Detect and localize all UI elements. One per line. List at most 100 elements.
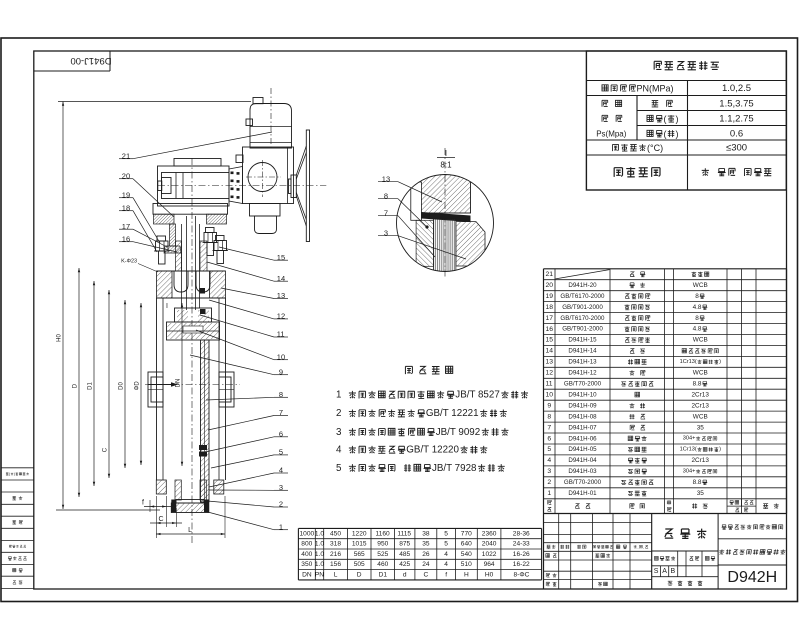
svg-text:1220: 1220 [352, 530, 367, 537]
svg-text:GB/T6170-2000: GB/T6170-2000 [560, 293, 605, 300]
svg-text:10: 10 [546, 392, 554, 399]
svg-text:20: 20 [546, 282, 554, 289]
svg-text:I: I [166, 303, 168, 310]
svg-text:D942H: D942H [727, 569, 777, 586]
svg-text:4.8: 4.8 [693, 326, 702, 333]
svg-text:2: 2 [547, 479, 551, 486]
svg-text:2Cr13: 2Cr13 [692, 392, 710, 399]
svg-text:1: 1 [279, 522, 283, 531]
svg-text:K-Φ23: K-Φ23 [121, 259, 137, 265]
svg-text:D0: D0 [119, 381, 125, 389]
svg-text:1115: 1115 [397, 530, 411, 537]
svg-text:D941H-05: D941H-05 [568, 446, 597, 453]
svg-text:D941H-12: D941H-12 [568, 370, 597, 377]
svg-text:15: 15 [277, 253, 285, 262]
svg-text:11: 11 [277, 330, 285, 339]
svg-text:7: 7 [384, 208, 388, 217]
svg-text:3: 3 [384, 228, 388, 237]
svg-text:D: D [73, 383, 79, 388]
svg-text:4: 4 [444, 561, 448, 568]
svg-text:(: ( [664, 129, 667, 139]
svg-text:8.8: 8.8 [693, 381, 702, 388]
svg-text:13: 13 [277, 291, 285, 300]
svg-text:): ) [14, 472, 15, 476]
svg-text:26: 26 [422, 551, 430, 558]
svg-text:D941H-10: D941H-10 [568, 392, 597, 399]
svg-text:D: D [357, 572, 362, 579]
svg-text:1Cr13(: 1Cr13( [680, 359, 697, 365]
svg-text:.: . [643, 545, 644, 550]
svg-text:1000: 1000 [300, 530, 315, 537]
svg-text:1.0,2.5: 1.0,2.5 [722, 83, 751, 94]
svg-text:JB/T 9092: JB/T 9092 [436, 427, 480, 438]
svg-text:I: I [445, 148, 447, 158]
svg-text:3: 3 [547, 468, 551, 475]
svg-text:2Cr13: 2Cr13 [692, 402, 710, 409]
svg-text:A: A [662, 568, 667, 575]
svg-text:35: 35 [697, 490, 705, 497]
svg-text:2360: 2360 [482, 530, 497, 537]
svg-text:16: 16 [122, 234, 130, 243]
svg-text:950: 950 [377, 541, 388, 548]
svg-text:425: 425 [399, 561, 410, 568]
svg-text:0.6: 0.6 [730, 128, 743, 139]
svg-text:14: 14 [277, 274, 285, 283]
svg-text:28-36: 28-36 [513, 530, 530, 537]
svg-text:D941H-13: D941H-13 [568, 359, 597, 366]
svg-text:12: 12 [546, 370, 554, 377]
svg-text:12: 12 [277, 312, 285, 321]
svg-text:18: 18 [546, 304, 554, 311]
svg-text:16: 16 [546, 326, 554, 333]
svg-text:8: 8 [695, 293, 699, 300]
svg-text:DN: DN [176, 379, 182, 388]
svg-text:8-ΦC: 8-ΦC [514, 572, 530, 579]
svg-text:350: 350 [301, 561, 312, 568]
svg-text:1.0: 1.0 [315, 551, 324, 558]
svg-text:GB/T70-2000: GB/T70-2000 [564, 479, 602, 486]
svg-text:7: 7 [547, 424, 551, 431]
svg-text:D941H-07: D941H-07 [568, 424, 597, 431]
svg-text:): ) [719, 359, 721, 365]
svg-text:1.0: 1.0 [315, 561, 324, 568]
svg-text:GB/T 12221: GB/T 12221 [426, 408, 479, 419]
svg-text:2Cr13: 2Cr13 [692, 457, 710, 464]
svg-text:GB/T 12220: GB/T 12220 [406, 445, 459, 456]
svg-text:1.0: 1.0 [315, 530, 324, 537]
svg-text:WCB: WCB [693, 337, 708, 344]
svg-text:318: 318 [330, 541, 341, 548]
svg-text:D941H-06: D941H-06 [568, 435, 597, 442]
svg-text:D941H-04: D941H-04 [568, 457, 597, 464]
svg-text:1: 1 [547, 490, 551, 497]
svg-text:8: 8 [279, 390, 283, 399]
svg-text:GB/T901-2000: GB/T901-2000 [562, 326, 603, 333]
svg-text:f: f [445, 572, 447, 579]
svg-text:21: 21 [122, 151, 130, 160]
svg-text:770: 770 [461, 530, 472, 537]
svg-text:304+: 304+ [683, 469, 696, 475]
svg-text:35: 35 [422, 541, 430, 548]
svg-text:DN: DN [302, 572, 312, 579]
svg-text:14: 14 [546, 348, 554, 355]
svg-text:5: 5 [444, 541, 448, 548]
svg-text:WCB: WCB [693, 413, 708, 420]
svg-text:875: 875 [399, 541, 410, 548]
svg-text:2: 2 [336, 408, 341, 419]
svg-text:1Cr13(: 1Cr13( [680, 447, 697, 453]
svg-text:1: 1 [336, 390, 341, 401]
svg-text:800: 800 [301, 541, 312, 548]
svg-text:): ) [676, 114, 679, 124]
svg-text:485: 485 [399, 551, 410, 558]
svg-text:S: S [654, 568, 659, 575]
svg-text:16-26: 16-26 [513, 551, 530, 558]
svg-text:5: 5 [336, 463, 342, 474]
svg-text:20: 20 [122, 171, 130, 180]
svg-text:13: 13 [546, 359, 554, 366]
svg-text:Ps(Mpa): Ps(Mpa) [596, 129, 627, 138]
svg-text:510: 510 [461, 561, 472, 568]
svg-text:≤300: ≤300 [726, 142, 747, 153]
svg-text:6: 6 [279, 429, 283, 438]
svg-text:1160: 1160 [376, 530, 391, 537]
svg-text:1022: 1022 [482, 551, 497, 558]
svg-text:ΦD: ΦD [135, 381, 141, 391]
svg-text:156: 156 [330, 561, 341, 568]
